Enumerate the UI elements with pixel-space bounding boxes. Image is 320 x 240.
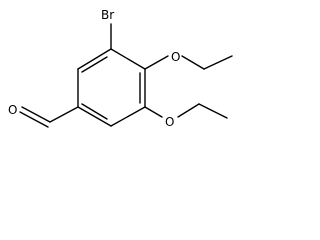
chemical-structure-figure: Br O O O: [0, 0, 254, 138]
ethyl-bond-bottom: [198, 103, 228, 119]
ring-bond: [77, 106, 112, 127]
ring-double-bond: [81, 56, 108, 73]
bromine-label: Br: [101, 8, 114, 22]
ring-double-bond: [81, 103, 108, 120]
ether-bond-bottom: [144, 106, 163, 118]
aldehyde-bond: [49, 106, 79, 123]
ether-oxygen-top-label: O: [171, 50, 180, 64]
ether-bond-top: [144, 55, 169, 70]
ring-bond: [77, 48, 112, 70]
substituents: [19, 23, 233, 128]
ethyl-bond-top: [203, 55, 233, 70]
aldehyde-oxygen-label: O: [8, 103, 17, 117]
benzene-ring: [77, 48, 146, 127]
ethyl-bond-bottom: [177, 103, 200, 118]
ether-oxygen-bottom-label: O: [165, 115, 174, 129]
atom-labels: Br O O O: [8, 8, 180, 129]
aldehyde-double-bond: [21, 106, 51, 123]
ring-bond: [110, 48, 146, 70]
molecule-diagram: Br O O O: [8, 8, 233, 129]
ring-bond: [110, 106, 146, 127]
aldehyde-double-bond: [19, 111, 49, 128]
ethyl-bond-top: [181, 55, 205, 70]
